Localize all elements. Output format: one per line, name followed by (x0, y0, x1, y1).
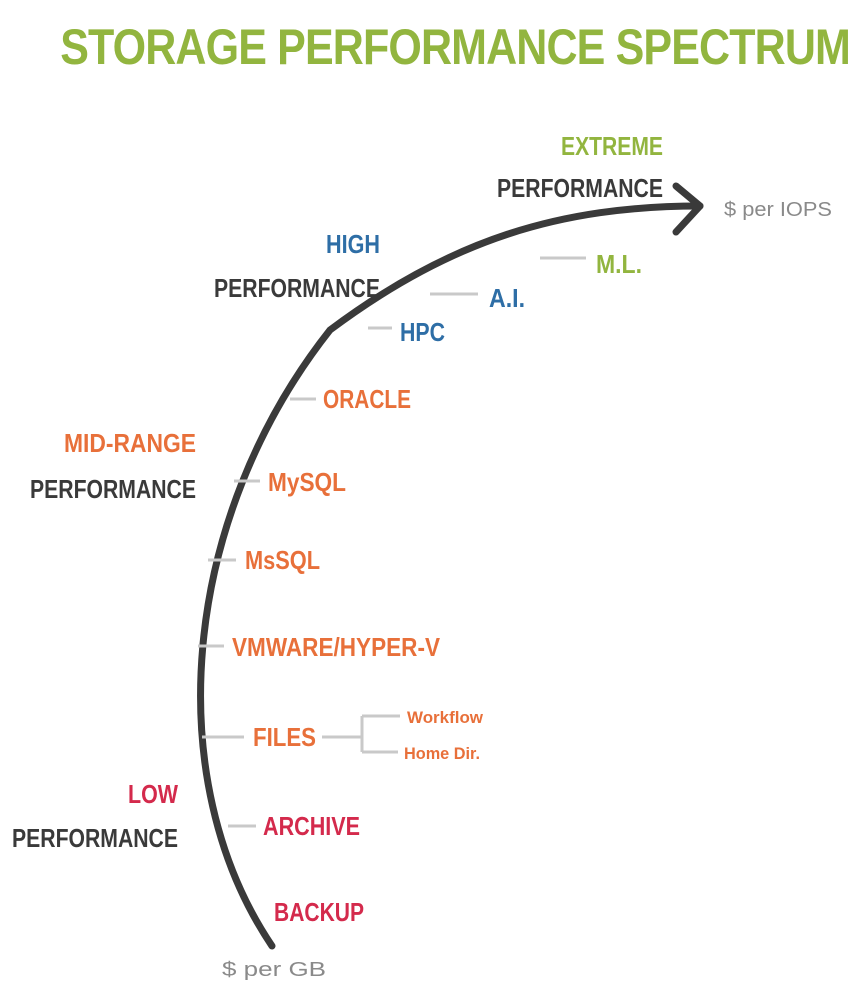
curve-arrowhead-icon (672, 182, 704, 236)
diagram-title: STORAGE PERFORMANCE SPECTRUM (60, 19, 851, 75)
tier-low-label: LOW (128, 779, 178, 809)
workload-mysql: MySQL (268, 467, 346, 497)
workload-ml: M.L. (596, 249, 642, 279)
workload-ai: A.I. (489, 283, 525, 313)
tier-high-label: HIGH (326, 229, 380, 259)
workload-homedir: Home Dir. (404, 744, 480, 763)
workload-vmware: VMWARE/HYPER-V (232, 632, 441, 662)
connector-lines (198, 256, 586, 828)
tier-extreme-subtitle: PERFORMANCE (497, 173, 663, 203)
workload-archive: ARCHIVE (263, 811, 360, 841)
axis-top-label: $ per IOPS (724, 199, 832, 221)
tier-low-subtitle: PERFORMANCE (12, 823, 178, 853)
workload-backup: BACKUP (274, 897, 364, 927)
workload-files: FILES (253, 722, 316, 752)
workload-workflow: Workflow (407, 708, 484, 727)
tier-midrange-subtitle: PERFORMANCE (30, 474, 196, 504)
tier-extreme-label: EXTREME (561, 131, 663, 161)
workload-hpc: HPC (400, 317, 445, 347)
axis-bottom-label: $ per GB (222, 959, 326, 981)
workload-oracle: ORACLE (323, 384, 411, 414)
tier-high-subtitle: PERFORMANCE (214, 273, 380, 303)
spectrum-curve (197, 202, 704, 950)
tier-midrange-label: MID-RANGE (64, 428, 196, 458)
workload-mssql: MsSQL (245, 545, 320, 575)
